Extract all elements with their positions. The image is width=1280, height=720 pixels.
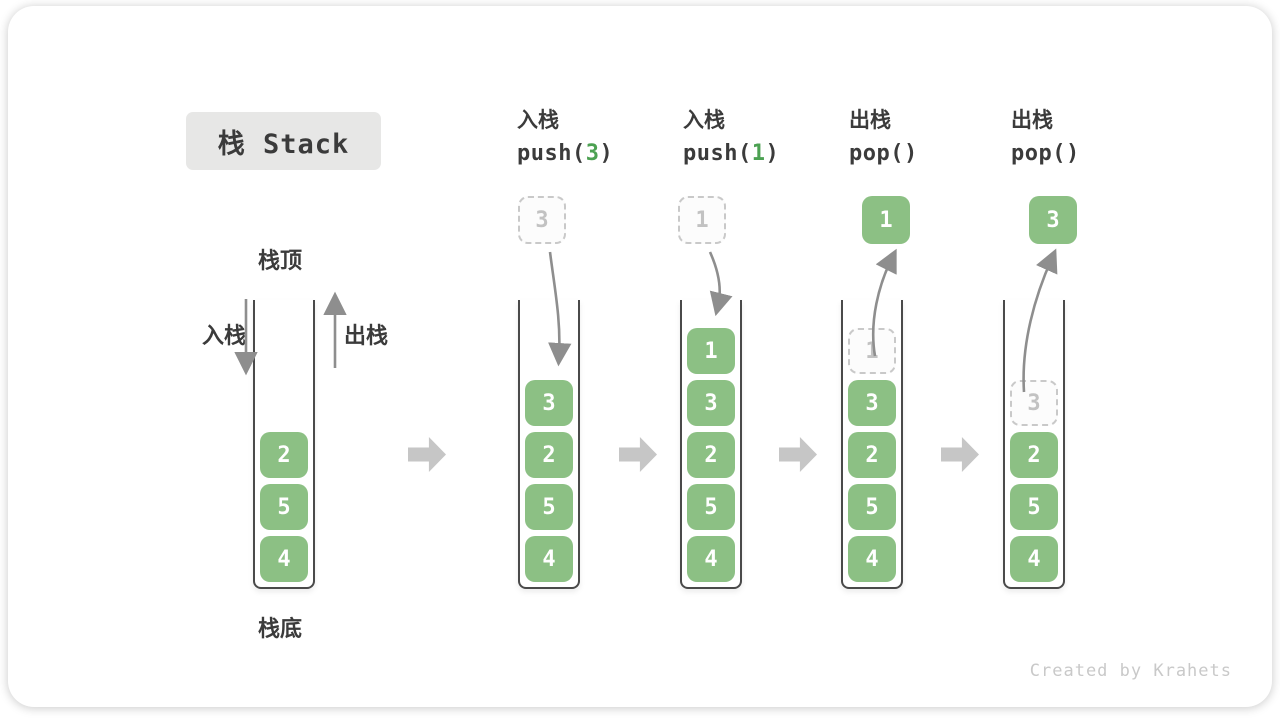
- stack-cell: 2: [525, 432, 573, 478]
- stack-cell: 4: [687, 536, 735, 582]
- stack-cell: 3: [687, 380, 735, 426]
- stack-cell: 2: [687, 432, 735, 478]
- stack-cell: 4: [525, 536, 573, 582]
- stack-top-label: 栈顶: [258, 248, 303, 273]
- op-name-cn: 出栈: [1011, 109, 1053, 132]
- next-state-arrow-icon: [408, 437, 446, 472]
- stack-cell-ghost: 3: [1010, 380, 1058, 426]
- stack-cell: 2: [260, 432, 308, 478]
- stack-cell: 5: [260, 484, 308, 530]
- diagram-card: 栈 Stack 入栈 push(3) 入栈 push(1) 出栈 pop() 出…: [8, 6, 1272, 707]
- stack-well-after-pop1: 1 3 2 5 4: [841, 300, 903, 589]
- stack-well-after-push1: 1 3 2 5 4: [680, 300, 742, 589]
- stack-well-after-pop3: 3 2 5 4: [1003, 300, 1065, 589]
- op-arg: 1: [751, 141, 766, 166]
- next-state-arrow-icon: [779, 437, 817, 472]
- popped-value-cell: 3: [1029, 196, 1077, 244]
- pop-side-label: 出栈: [344, 323, 389, 348]
- op-header-pop-1: 出栈 pop(): [849, 106, 1009, 172]
- push-side-label: 入栈: [202, 323, 247, 348]
- stack-bottom-label: 栈底: [258, 616, 303, 641]
- incoming-value-cell: 3: [518, 196, 566, 244]
- op-name-cn: 出栈: [849, 109, 891, 132]
- next-state-arrow-icon: [941, 437, 979, 472]
- op-code: pop(): [1011, 141, 1080, 166]
- stack-cell: 5: [848, 484, 896, 530]
- stack-cell: 4: [260, 536, 308, 582]
- incoming-value-cell: 1: [678, 196, 726, 244]
- title-badge: 栈 Stack: [186, 112, 381, 170]
- op-header-push1: 入栈 push(1): [683, 106, 843, 172]
- stack-cell: 1: [687, 328, 735, 374]
- stack-cell: 5: [687, 484, 735, 530]
- credit-text: Created by Krahets: [1029, 661, 1232, 681]
- op-code: push(1): [683, 141, 780, 166]
- stack-cell: 5: [525, 484, 573, 530]
- stack-cell: 2: [848, 432, 896, 478]
- op-code: pop(): [849, 141, 918, 166]
- next-state-arrow-icon: [619, 437, 657, 472]
- stack-cell: 3: [848, 380, 896, 426]
- op-header-pop-2: 出栈 pop(): [1011, 106, 1171, 172]
- op-code: push(3): [517, 141, 614, 166]
- op-header-push3: 入栈 push(3): [517, 106, 677, 172]
- stack-cell: 4: [848, 536, 896, 582]
- op-name-cn: 入栈: [683, 109, 725, 132]
- popped-value-cell: 1: [862, 196, 910, 244]
- stack-cell: 5: [1010, 484, 1058, 530]
- stack-well-initial: 2 5 4: [253, 300, 315, 589]
- stack-cell: 3: [525, 380, 573, 426]
- op-arg: 3: [585, 141, 600, 166]
- push1-arrow-icon: [708, 251, 733, 317]
- stack-cell: 4: [1010, 536, 1058, 582]
- stack-well-after-push3: 3 2 5 4: [518, 300, 580, 589]
- stack-cell-ghost: 1: [848, 328, 896, 374]
- stack-cell: 2: [1010, 432, 1058, 478]
- title-text: 栈 Stack: [217, 128, 350, 160]
- op-name-cn: 入栈: [517, 109, 559, 132]
